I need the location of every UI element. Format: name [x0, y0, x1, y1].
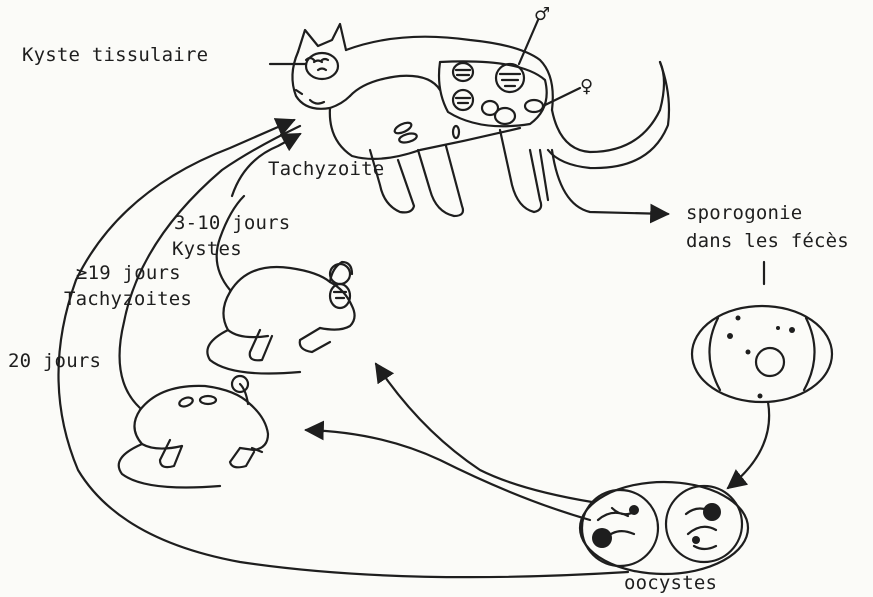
sporocyst-dark-spot-2: [703, 503, 721, 521]
label-20-jours: 20 jours: [8, 350, 101, 372]
label-tachyzoites: Tachyzoites: [64, 288, 192, 310]
label-tachyzoite: Tachyzoite: [268, 158, 384, 180]
mouse-lower-illustration: [119, 376, 268, 488]
cat-illustration: [292, 20, 669, 216]
oocyst-unsporulated: [692, 306, 832, 402]
label-19-jours: ≥19 jours: [76, 262, 181, 284]
label-kystes: Kystes: [172, 238, 242, 260]
label-3-10-jours: 3-10 jours: [174, 212, 290, 234]
sporocyst-dark-spot-1: [592, 528, 612, 548]
oocysts-sporulated: [580, 482, 748, 574]
label-oocystes: oocystes: [624, 572, 717, 594]
label-sporogonie: sporogonie: [686, 202, 802, 224]
label-kyste-tissulaire: Kyste tissulaire: [22, 44, 208, 66]
male-gamete-symbol: ♂: [534, 4, 550, 26]
label-dans-les-feces: dans les fécès: [686, 230, 849, 252]
mouse-upper-illustration: [207, 262, 354, 374]
female-gamete-symbol: ♀: [580, 76, 593, 98]
